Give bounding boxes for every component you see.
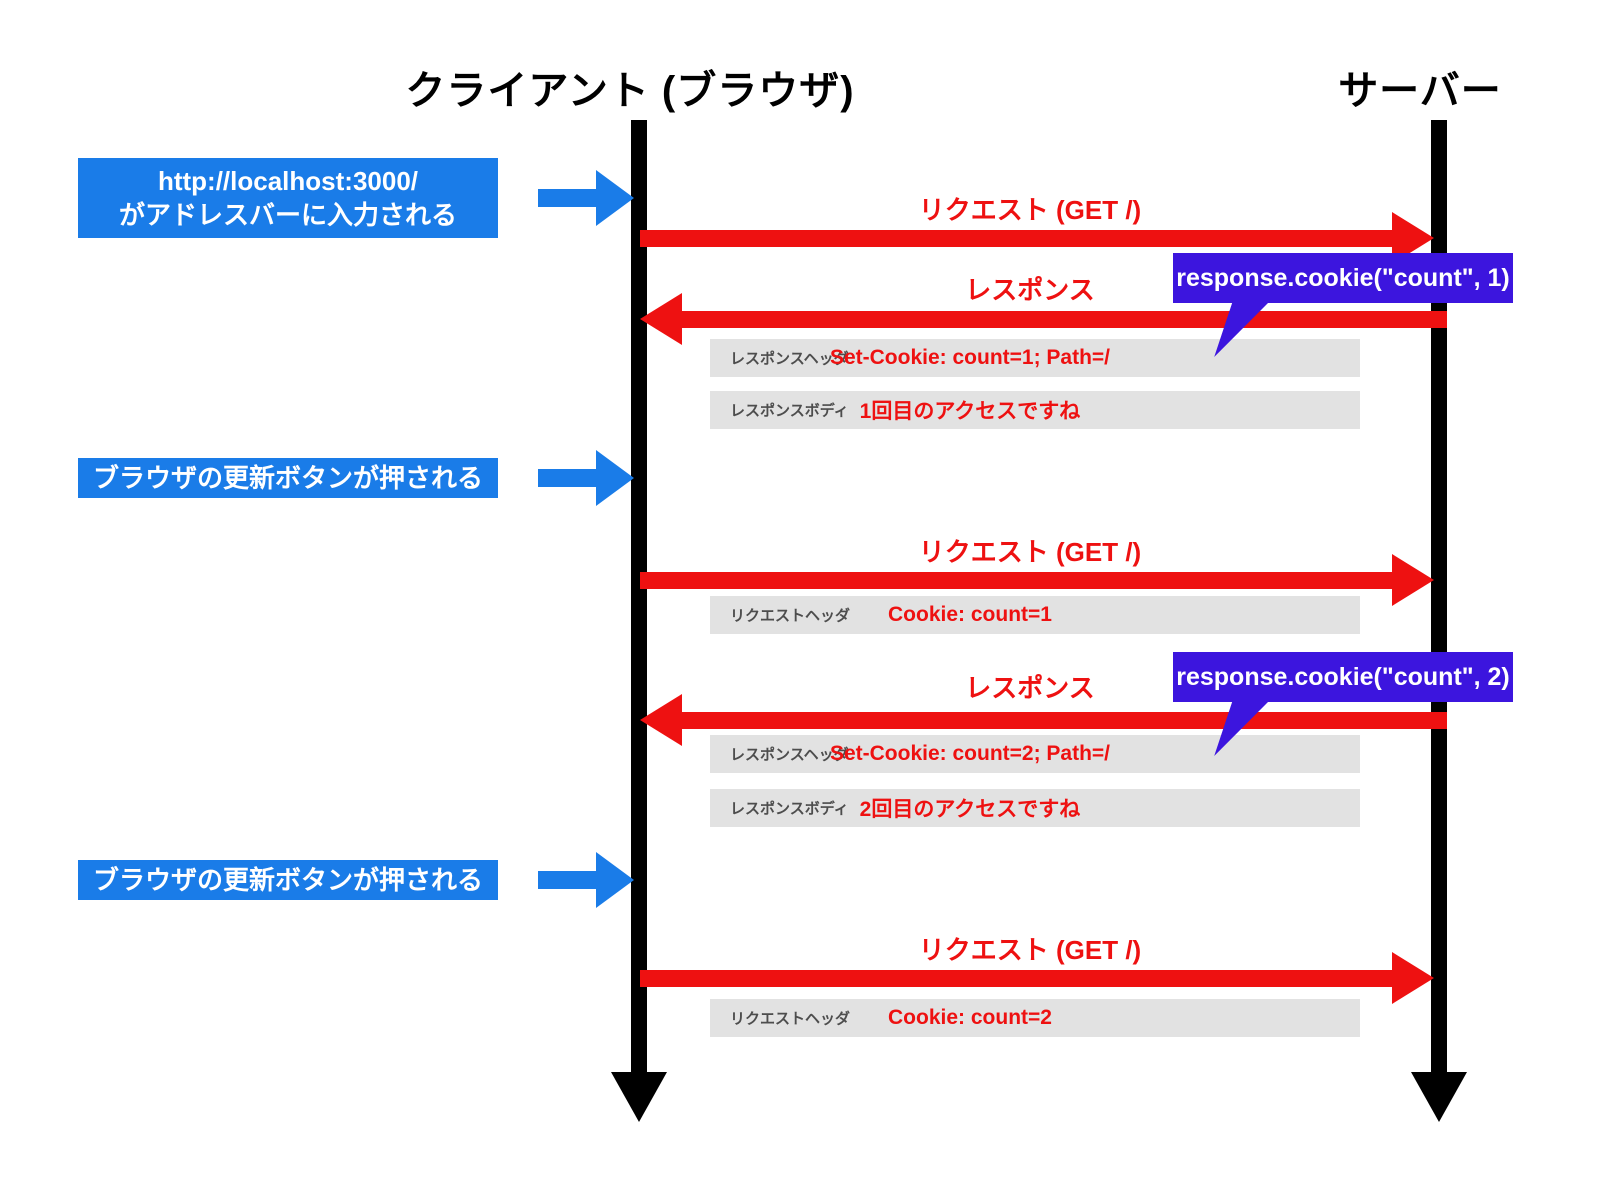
response-arrow-1 xyxy=(682,311,1447,328)
detail-row-response-body-1: レスポンスボディ 1回目のアクセスですね xyxy=(710,391,1360,429)
detail-row-value: 2回目のアクセスですね xyxy=(859,798,1081,821)
detail-row-value: Set-Cookie: count=1; Path=/ xyxy=(829,346,1111,369)
client-lifeline-title: クライアント (ブラウザ) xyxy=(405,69,855,113)
event-box-url-entered: http://localhost:3000/ がアドレスバーに入力される xyxy=(78,158,498,238)
detail-row-request-header-1: リクエストヘッダ Cookie: count=1 xyxy=(710,596,1360,634)
detail-row-label: レスポンスボディ xyxy=(730,402,849,420)
detail-row-label: レスポンスボディ xyxy=(730,800,849,818)
server-lifeline xyxy=(1431,120,1447,1072)
event-box-line: がアドレスバーに入力される xyxy=(118,200,457,230)
event-box-refresh-2: ブラウザの更新ボタンが押される xyxy=(78,860,498,900)
client-lifeline xyxy=(631,120,647,1072)
message-label-response-2: レスポンス xyxy=(965,673,1095,703)
callout-response-cookie-1: response.cookie("count", 1) xyxy=(1173,253,1513,303)
detail-row-value: Set-Cookie: count=2; Path=/ xyxy=(829,742,1111,765)
request-arrow-2 xyxy=(640,572,1392,589)
message-label-request-3: リクエスト (GET /) xyxy=(918,935,1142,965)
response-arrow-2-head-icon xyxy=(640,694,682,746)
detail-row-label: リクエストヘッダ xyxy=(730,607,851,625)
event-box-line: ブラウザの更新ボタンが押される xyxy=(92,463,483,493)
event-arrow-head-icon xyxy=(596,170,634,226)
detail-row-value: Cookie: count=2 xyxy=(888,1006,1052,1029)
event-box-line: http://localhost:3000/ xyxy=(157,166,419,196)
client-lifeline-arrowhead-icon xyxy=(611,1072,667,1122)
detail-row-label: リクエストヘッダ xyxy=(730,1010,851,1028)
request-arrow-1 xyxy=(640,230,1392,247)
detail-row-response-header-2: レスポンスヘッダ Set-Cookie: count=2; Path=/ xyxy=(710,735,1360,773)
detail-row-label: レスポンスヘッダ xyxy=(730,746,849,764)
callout-response-cookie-2: response.cookie("count", 2) xyxy=(1173,652,1513,702)
detail-row-request-header-2: リクエストヘッダ Cookie: count=2 xyxy=(710,999,1360,1037)
detail-row-value: Cookie: count=1 xyxy=(888,603,1052,626)
detail-row-response-body-2: レスポンスボディ 2回目のアクセスですね xyxy=(710,789,1360,827)
event-arrow-shaft xyxy=(538,469,596,487)
message-label-request-1: リクエスト (GET /) xyxy=(918,195,1142,225)
message-label-response-1: レスポンス xyxy=(965,275,1095,305)
event-box-line: ブラウザの更新ボタンが押される xyxy=(92,865,483,895)
detail-row-response-header-1: レスポンスヘッダ Set-Cookie: count=1; Path=/ xyxy=(710,339,1360,377)
detail-row-label: レスポンスヘッダ xyxy=(730,350,849,368)
detail-row-value: 1回目のアクセスですね xyxy=(859,400,1081,423)
event-arrow-head-icon xyxy=(596,450,634,506)
request-arrow-3-head-icon xyxy=(1392,952,1434,1004)
request-arrow-3 xyxy=(640,970,1392,987)
event-arrow-head-icon xyxy=(596,852,634,908)
event-arrow-shaft xyxy=(538,871,596,889)
event-arrow-shaft xyxy=(538,189,596,207)
request-arrow-2-head-icon xyxy=(1392,554,1434,606)
event-box-refresh-1: ブラウザの更新ボタンが押される xyxy=(78,458,498,498)
server-lifeline-arrowhead-icon xyxy=(1411,1072,1467,1122)
response-arrow-2 xyxy=(682,712,1447,729)
server-lifeline-title: サーバー xyxy=(1338,69,1502,113)
message-label-request-2: リクエスト (GET /) xyxy=(918,537,1142,567)
response-arrow-1-head-icon xyxy=(640,293,682,345)
